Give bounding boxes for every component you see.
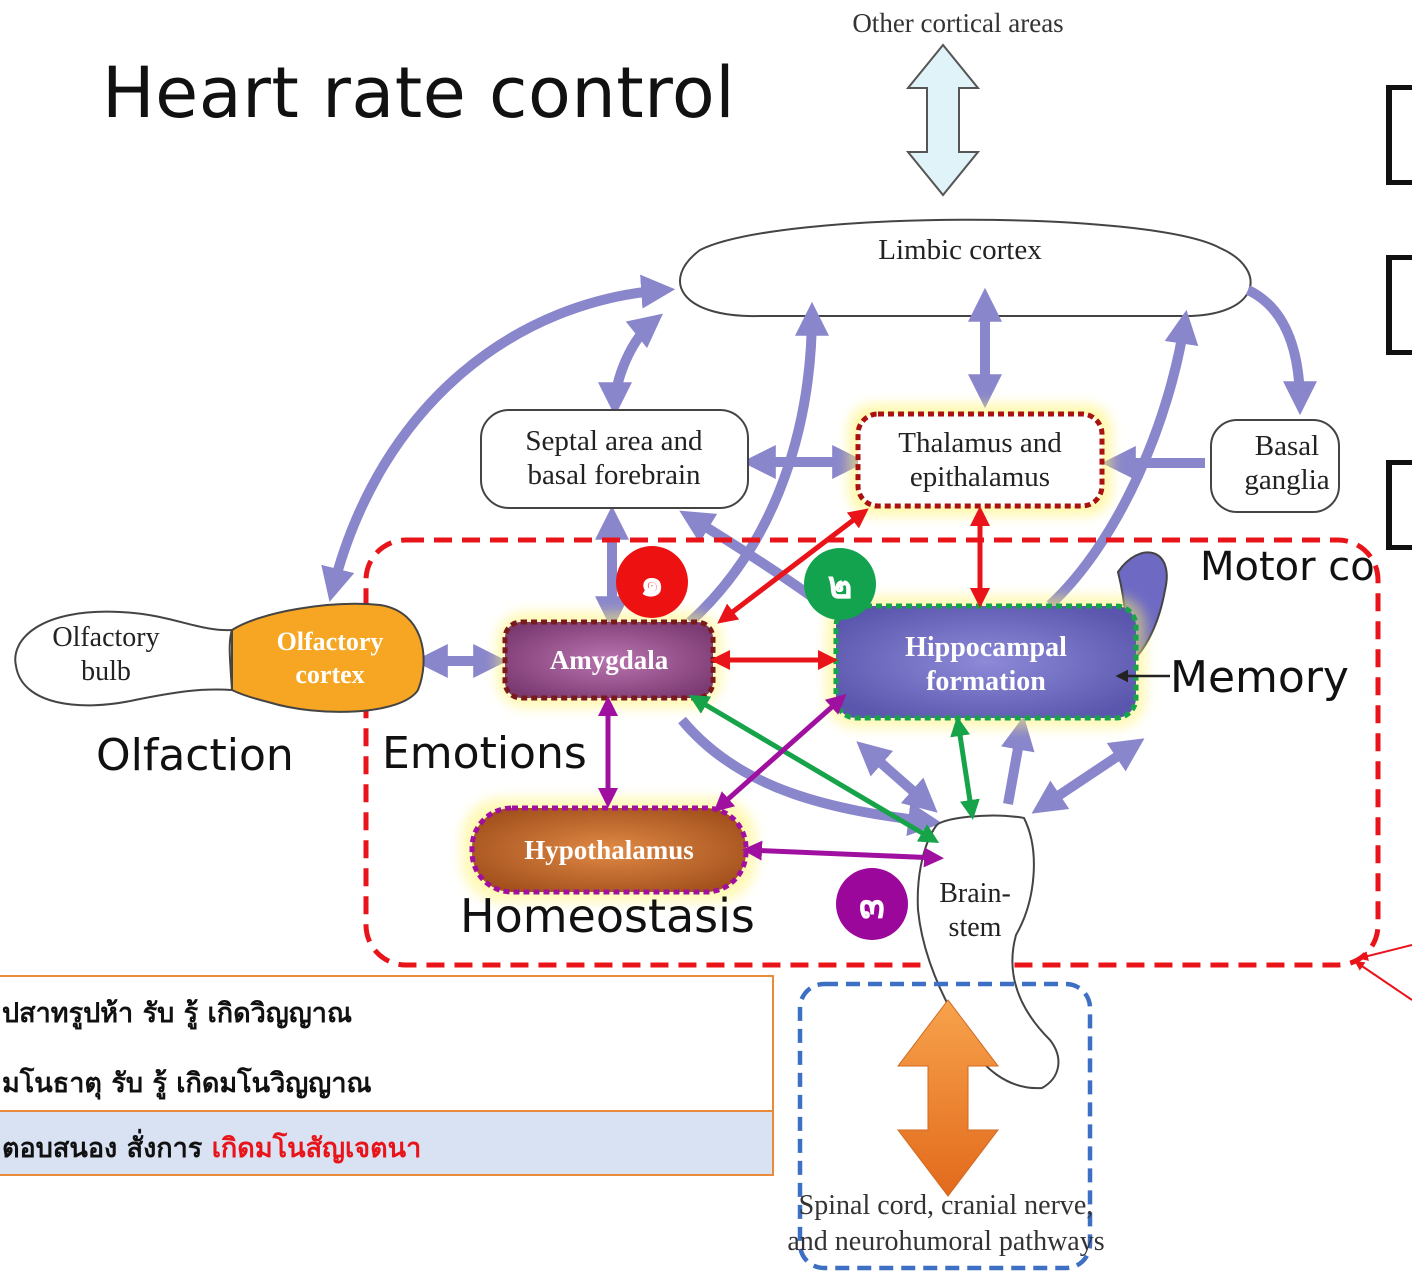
hippocampal-label-line1: Hippocampal — [905, 632, 1067, 663]
olfactory-cortex-line2: cortex — [295, 660, 364, 689]
brainstem-label-line2: stem — [949, 912, 1002, 943]
page-title: Heart rate control — [102, 52, 736, 134]
brainstem-label-line1: Brain- — [939, 878, 1011, 909]
basal-label-line1: Basal — [1255, 430, 1319, 462]
memory-annotation: Memory — [1170, 652, 1349, 703]
badge-1-text: ๑ — [640, 561, 664, 605]
olfactory-cortex-line1: Olfactory — [277, 627, 384, 656]
spinal-label-line2: and neurohumoral pathways — [787, 1226, 1104, 1257]
spinal-region — [797, 981, 1093, 1271]
callout-arrow-2 — [1354, 960, 1412, 1001]
olfactory-bulb-shape — [14, 610, 234, 707]
homeostasis-annotation: Homeostasis — [460, 889, 755, 943]
brainstem-shape — [916, 814, 1060, 1090]
amygdala-label: Amygdala — [550, 645, 669, 675]
olfactory-bulb-line2: bulb — [81, 656, 131, 687]
thai-note-line2: มโนธาตุ รับ รู้ เกิดมโนวิญญาณ — [2, 1068, 372, 1099]
badge-3-text: ๓ — [859, 883, 885, 927]
limbic-system-region — [363, 537, 1381, 968]
badge-2-text: ๒ — [827, 563, 852, 607]
septal-label-line1: Septal area and — [525, 425, 703, 457]
basal-ganglia-box — [1210, 419, 1340, 513]
septal-label-line2: basal forebrain — [527, 459, 701, 491]
other-cortical-label: Other cortical areas — [852, 8, 1063, 38]
cortical-double-arrow — [905, 43, 981, 197]
hypothalamus-label: Hypothalamus — [524, 835, 694, 865]
thalamus-label-line2: epithalamus — [910, 461, 1050, 493]
thai-note-line1: ปสาทรูปห้า รับ รู้ เกิดวิญญาณ — [2, 998, 353, 1029]
badge-1: ๑ — [616, 546, 688, 618]
thai-note-line3-highlight: เกิดมโนสัญเจตนา — [211, 1133, 422, 1164]
thalamus-label-line1: Thalamus and — [898, 427, 1062, 459]
red-pathways — [710, 506, 990, 670]
motor-annotation: Motor co — [1200, 544, 1375, 590]
thai-notes-bottom-box: ตอบสนอง สั่งการ เกิดมโนสัญเจตนา — [0, 1110, 774, 1176]
olfactory-cortex-shape — [231, 602, 425, 713]
thai-note-line3: ตอบสนอง สั่งการ — [2, 1133, 212, 1164]
spinal-double-arrow — [896, 999, 1000, 1197]
hypothalamus-box — [469, 805, 749, 895]
callout-arrow-1 — [1358, 944, 1412, 961]
olfaction-annotation: Olfaction — [96, 730, 294, 781]
hippocampal-label-line2: formation — [926, 666, 1046, 697]
limbic-cortex-shape — [679, 218, 1252, 318]
badge-2: ๒ — [804, 548, 876, 620]
emotions-annotation: Emotions — [382, 728, 587, 779]
septal-area-box — [480, 409, 749, 509]
limbic-cortex-label: Limbic cortex — [878, 234, 1042, 266]
badge-3: ๓ — [836, 868, 908, 940]
spinal-label-line1: Spinal cord, cranial nerve, — [799, 1190, 1094, 1221]
basal-label-line2: ganglia — [1244, 464, 1329, 496]
olfactory-bulb-line1: Olfactory — [52, 622, 159, 653]
thai-notes-top-box: ปสาทรูปห้า รับ รู้ เกิดวิญญาณ มโนธาตุ รั… — [0, 975, 774, 1115]
purple-pathways — [598, 694, 944, 868]
